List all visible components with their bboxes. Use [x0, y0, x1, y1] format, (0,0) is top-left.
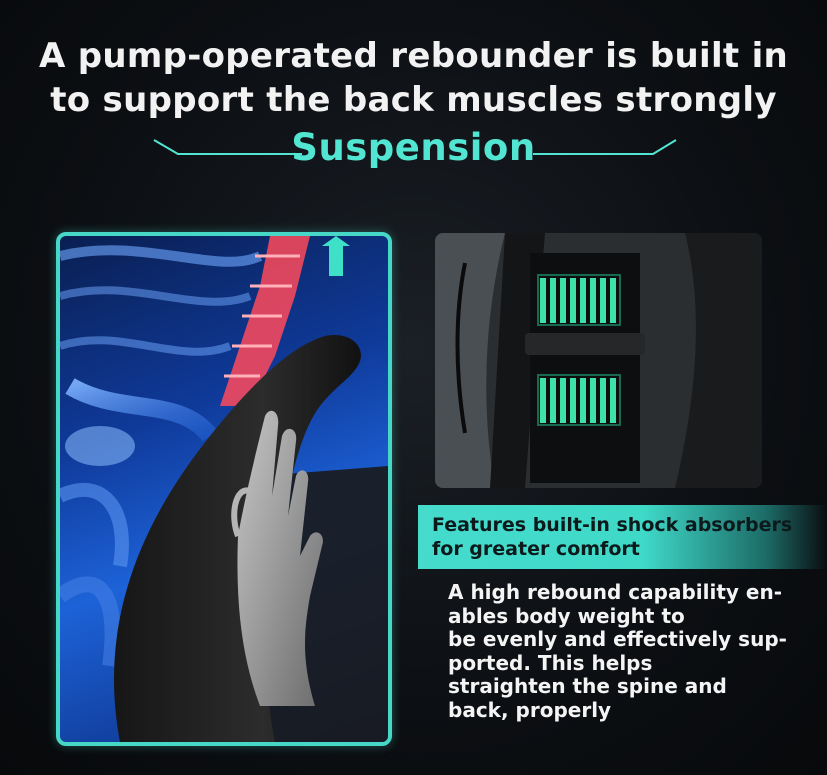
feature-title: Features built-in shock absorbers for gr… — [432, 513, 812, 561]
headline: A pump-operated rebounder is built in to… — [0, 34, 827, 122]
spring-photo-panel — [435, 233, 762, 488]
headline-line-1: A pump-operated rebounder is built in — [38, 36, 789, 76]
feature-highlight-band — [418, 505, 827, 569]
headline-line-2: to support the back muscles strongly — [50, 80, 777, 120]
subtitle-block: Suspension — [0, 124, 827, 174]
xray-illustration-panel — [56, 232, 392, 746]
description-line-2: ables body weight to — [448, 603, 685, 628]
description-line-3: be evenly and effectively sup- — [448, 627, 787, 651]
decorative-line-right-icon — [533, 139, 677, 155]
description-line-1: A high rebound capability en- — [448, 580, 783, 604]
section-subtitle: Suspension — [291, 126, 536, 169]
xray-illustration-icon — [60, 236, 388, 742]
feature-line-2: for greater comfort — [432, 538, 640, 560]
spring-coils — [540, 278, 616, 423]
feature-line-1: Features built-in shock absorbers — [432, 514, 793, 536]
description-line-4: ported. This helps — [448, 650, 653, 675]
description-line-6: back, properly — [448, 697, 612, 722]
spring-photo-icon — [435, 233, 762, 488]
description-text: A high rebound capability en- ables body… — [448, 580, 788, 722]
decorative-line-left-icon — [153, 139, 302, 155]
description-line-5: straighten the spine and — [448, 674, 727, 698]
